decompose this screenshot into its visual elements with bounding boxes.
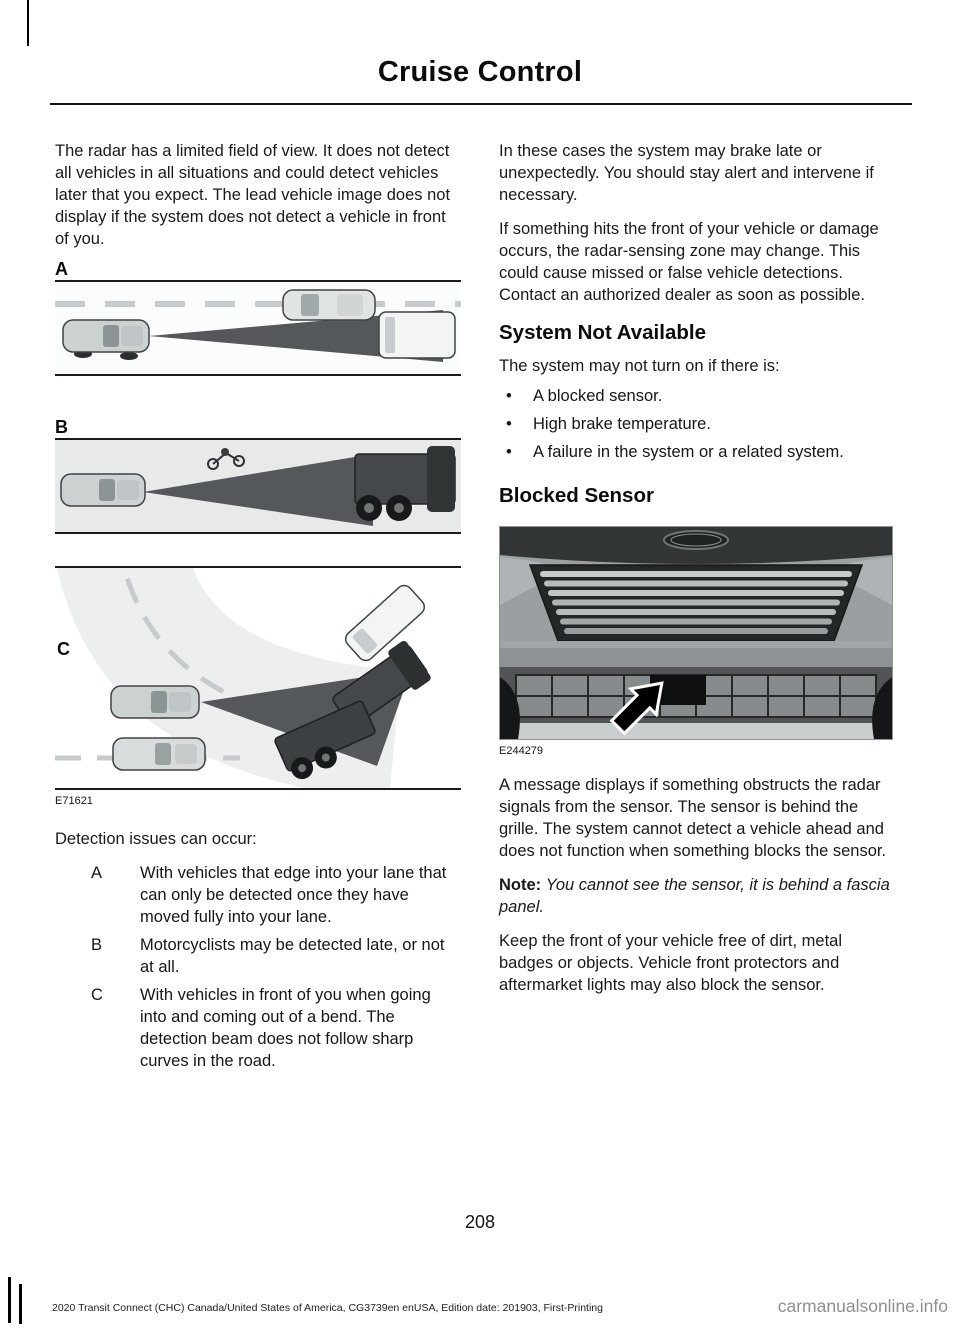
bullet-text: High brake temperature.	[533, 415, 711, 433]
paragraph-damage: If something hits the front of your vehi…	[499, 220, 879, 304]
list-item-text: With vehicles in front of you when going…	[140, 986, 431, 1070]
crop-mark-bottom-left-2	[19, 1284, 22, 1324]
figure-c-wrap: C	[55, 568, 461, 788]
list-item-key: A	[91, 864, 103, 882]
bullet-item: • High brake temperature.	[499, 413, 893, 435]
figure-c-caption: E71621	[55, 795, 93, 807]
grille-figure-caption: E244279	[499, 745, 544, 757]
figure-c-label: C	[57, 639, 70, 659]
figure-c: C E71621	[55, 566, 461, 808]
list-item-text: Motorcyclists may be detected late, or n…	[140, 936, 445, 976]
note-text: You cannot see the sensor, it is behind …	[499, 876, 890, 916]
heading-system-not-available: System Not Available	[499, 321, 706, 344]
bullet-list: • A blocked sensor. • High brake tempera…	[499, 385, 893, 463]
paragraph-keep-front-clean: Keep the front of your vehicle free of d…	[499, 932, 843, 994]
paragraph-may-not-turn-on: The system may not turn on if there is:	[499, 357, 780, 375]
right-column: In these cases the system may brake late…	[499, 140, 893, 996]
footer-edition-line: 2020 Transit Connect (CHC) Canada/United…	[52, 1302, 603, 1314]
left-column: The radar has a limited field of view. I…	[55, 140, 461, 1078]
title-rule	[50, 103, 912, 105]
heading-blocked-sensor: Blocked Sensor	[499, 484, 654, 507]
detection-intro: Detection issues can occur:	[55, 830, 257, 848]
host-car	[62, 319, 150, 360]
note-paragraph: Note: You cannot see the sensor, it is b…	[499, 874, 893, 918]
figure-b: B	[55, 416, 461, 534]
bullet-text: A failure in the system or a related sys…	[533, 443, 844, 461]
paragraph-message-displays: A message displays if something obstruct…	[499, 776, 887, 860]
bullet-item: • A failure in the system or a related s…	[499, 441, 893, 463]
intro-paragraph: The radar has a limited field of view. I…	[55, 142, 451, 248]
list-item: C With vehicles in front of you when goi…	[55, 984, 461, 1072]
figure-a-label: A	[55, 259, 68, 279]
host-car	[60, 473, 146, 507]
page-title: Cruise Control	[377, 56, 583, 88]
content-columns: The radar has a limited field of view. I…	[55, 140, 915, 1078]
list-item: A With vehicles that edge into your lane…	[55, 862, 461, 928]
detection-beam	[143, 454, 373, 526]
bullet-icon: •	[506, 415, 512, 433]
figure-grille	[499, 526, 893, 740]
figure-b-bottom-rule	[55, 532, 461, 534]
edging-car	[282, 289, 376, 321]
trailing-car	[112, 737, 206, 771]
figure-b-top-rule	[55, 438, 461, 440]
host-car	[110, 685, 200, 719]
page-number: 208	[464, 1212, 496, 1232]
flatbed-truck	[354, 446, 456, 521]
bullet-icon: •	[506, 387, 512, 405]
figure-b-label: B	[55, 417, 68, 437]
list-item: B Motorcyclists may be detected late, or…	[55, 934, 461, 978]
figure-a-bottom-rule	[55, 374, 461, 376]
bullet-icon: •	[506, 443, 512, 461]
bullet-text: A blocked sensor.	[533, 387, 663, 405]
detection-beam	[149, 310, 443, 362]
list-item-key: B	[91, 936, 103, 954]
figure-c-bottom-rule	[55, 788, 461, 790]
flatbed-truck	[274, 700, 376, 780]
watermark: carmanualsonline.info	[777, 1296, 948, 1316]
note-label: Note:	[499, 876, 542, 894]
van-on-curve	[344, 584, 426, 662]
figure-a-illustration	[55, 282, 461, 374]
crop-mark-bottom-left	[8, 1277, 11, 1323]
lead-van	[378, 311, 456, 359]
figure-a-top-rule	[55, 280, 461, 282]
crop-mark-top-left	[27, 0, 29, 46]
grille-illustration	[500, 527, 892, 739]
list-item-text: With vehicles that edge into your lane t…	[140, 864, 447, 926]
paragraph-brake-late: In these cases the system may brake late…	[499, 142, 874, 204]
motorcycle	[207, 448, 245, 470]
figure-a: A	[55, 258, 461, 376]
bullet-item: • A blocked sensor.	[499, 385, 893, 407]
figure-b-illustration	[55, 440, 461, 532]
figure-c-top-rule	[55, 566, 461, 568]
detection-issues-list: A With vehicles that edge into your lane…	[55, 862, 461, 1072]
figure-c-illustration	[55, 568, 461, 788]
sensor-pointer-arrow-icon	[609, 681, 664, 736]
list-item-key: C	[91, 986, 103, 1004]
